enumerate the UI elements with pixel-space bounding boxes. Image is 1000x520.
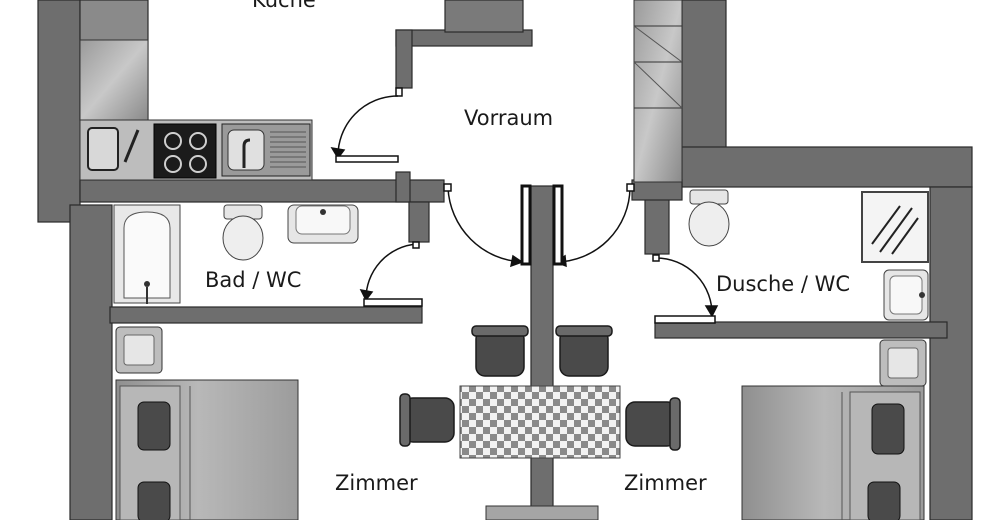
room-label-hall: Vorraum bbox=[464, 106, 554, 130]
side-table bbox=[485, 505, 599, 520]
shower-icon bbox=[861, 191, 929, 263]
kitchen-counter bbox=[79, 39, 313, 181]
pillow bbox=[871, 403, 905, 455]
cutting-board-icon bbox=[87, 127, 119, 171]
bed-icon bbox=[115, 379, 299, 520]
doors bbox=[330, 87, 719, 324]
chair-icon bbox=[559, 329, 609, 377]
washbasin-icon bbox=[883, 269, 929, 321]
door-swing bbox=[555, 187, 631, 263]
room-label-room-left: Zimmer bbox=[335, 471, 418, 495]
wall bbox=[79, 179, 445, 203]
wall bbox=[395, 171, 411, 203]
wall bbox=[395, 29, 413, 89]
wall bbox=[69, 204, 113, 520]
door-swing bbox=[337, 95, 399, 159]
wall bbox=[681, 0, 727, 149]
room-label-bath: Bad / WC bbox=[205, 268, 302, 292]
door-swing bbox=[447, 187, 523, 263]
wall bbox=[109, 306, 423, 324]
pillow bbox=[137, 401, 171, 451]
toilet-icon bbox=[688, 189, 730, 247]
dining-table bbox=[459, 385, 621, 459]
nightstand-icon bbox=[879, 339, 927, 387]
wall bbox=[631, 179, 683, 201]
wall bbox=[681, 146, 973, 188]
wall bbox=[530, 185, 554, 520]
bathtub-icon bbox=[113, 204, 181, 304]
wall bbox=[929, 186, 973, 520]
door-swing bbox=[365, 243, 418, 301]
cooktop-icon bbox=[153, 123, 217, 179]
wall bbox=[654, 321, 948, 339]
pillow bbox=[137, 481, 171, 520]
wall bbox=[37, 0, 81, 223]
nightstand-icon bbox=[115, 326, 163, 374]
chair-icon bbox=[625, 401, 677, 447]
walls bbox=[37, 0, 973, 520]
chair-icon bbox=[403, 397, 455, 443]
knife-icon bbox=[123, 129, 140, 163]
bed-icon bbox=[741, 385, 925, 520]
pillow bbox=[867, 481, 901, 520]
wardrobe bbox=[633, 0, 683, 183]
washbasin-icon bbox=[287, 204, 359, 244]
chairs bbox=[399, 325, 681, 451]
chair-icon bbox=[475, 329, 525, 377]
wall bbox=[408, 201, 430, 243]
toilet-icon bbox=[222, 204, 264, 261]
room-label-shower: Dusche / WC bbox=[716, 272, 851, 296]
room-label-room-right: Zimmer bbox=[624, 471, 707, 495]
wall bbox=[444, 0, 524, 33]
room-label-kitchen: Küche bbox=[252, 0, 316, 12]
door-swing bbox=[655, 257, 713, 317]
